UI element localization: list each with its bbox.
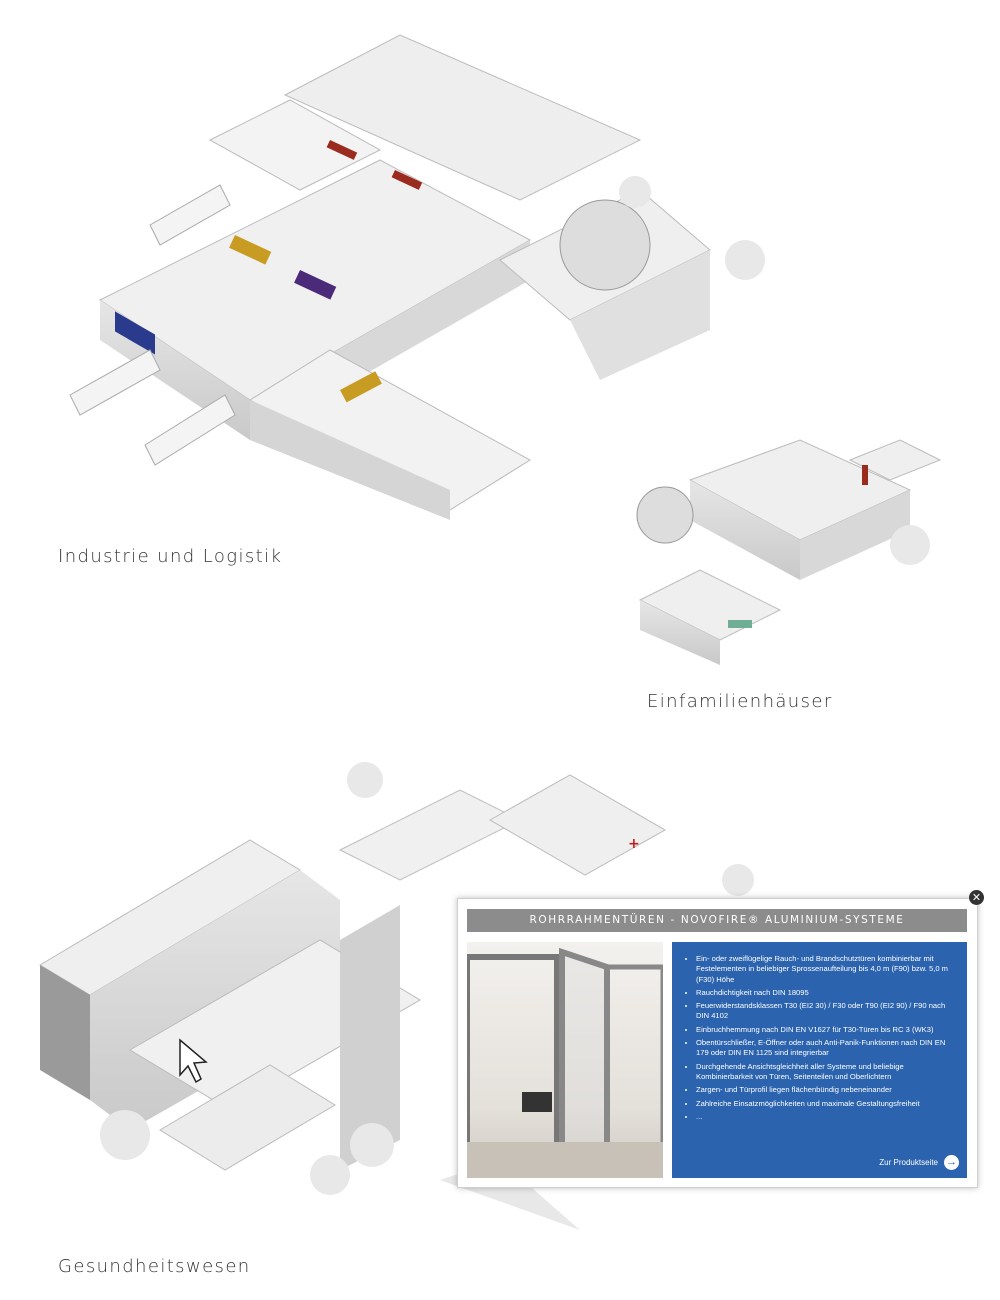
feature-item: Zargen- und Türprofil liegen flächenbünd… <box>696 1085 955 1095</box>
section-label-health[interactable]: Gesundheitswesen <box>58 1256 251 1277</box>
feature-item: Obentürschließer, E-Öffner oder auch Ant… <box>696 1038 955 1059</box>
feature-item: Feuerwiderstandsklassen T30 (EI2 30) / F… <box>696 1001 955 1022</box>
industry-building[interactable] <box>69 34 765 520</box>
product-image <box>467 942 663 1178</box>
homes-building[interactable] <box>636 439 942 665</box>
close-icon[interactable]: ✕ <box>969 890 984 905</box>
arrow-right-icon: → <box>944 1155 959 1170</box>
product-page-link-label: Zur Produktseite <box>879 1158 938 1167</box>
feature-item: Durchgehende Ansichtsgleichheit aller Sy… <box>696 1062 955 1083</box>
product-popup: ROHRRAHMENTÜREN - NOVOFIRE® ALUMINIUM-SY… <box>457 898 978 1188</box>
popup-title: ROHRRAHMENTÜREN - NOVOFIRE® ALUMINIUM-SY… <box>467 909 967 932</box>
feature-item: Zahlreiche Einsatzmöglichkeiten und maxi… <box>696 1099 955 1109</box>
mouse-cursor-icon <box>179 1038 208 1084</box>
health-building[interactable]: + <box>39 762 754 1230</box>
feature-item: Ein- oder zweiflügelige Rauch- und Brand… <box>696 954 955 985</box>
door-photo <box>467 947 663 1178</box>
svg-text:+: + <box>628 836 640 852</box>
section-label-homes[interactable]: Einfamilienhäuser <box>647 691 833 712</box>
feature-panel: Ein- oder zweiflügelige Rauch- und Brand… <box>672 942 967 1178</box>
feature-item: Rauchdichtigkeit nach DIN 18095 <box>696 988 955 998</box>
feature-item: ... <box>696 1112 955 1122</box>
section-label-industry[interactable]: Industrie und Logistik <box>58 546 283 567</box>
feature-item: Einbruchhemmung nach DIN EN V1627 für T3… <box>696 1025 955 1035</box>
product-page-link[interactable]: Zur Produktseite → <box>879 1155 959 1170</box>
feature-list: Ein- oder zweiflügelige Rauch- und Brand… <box>672 942 967 1122</box>
